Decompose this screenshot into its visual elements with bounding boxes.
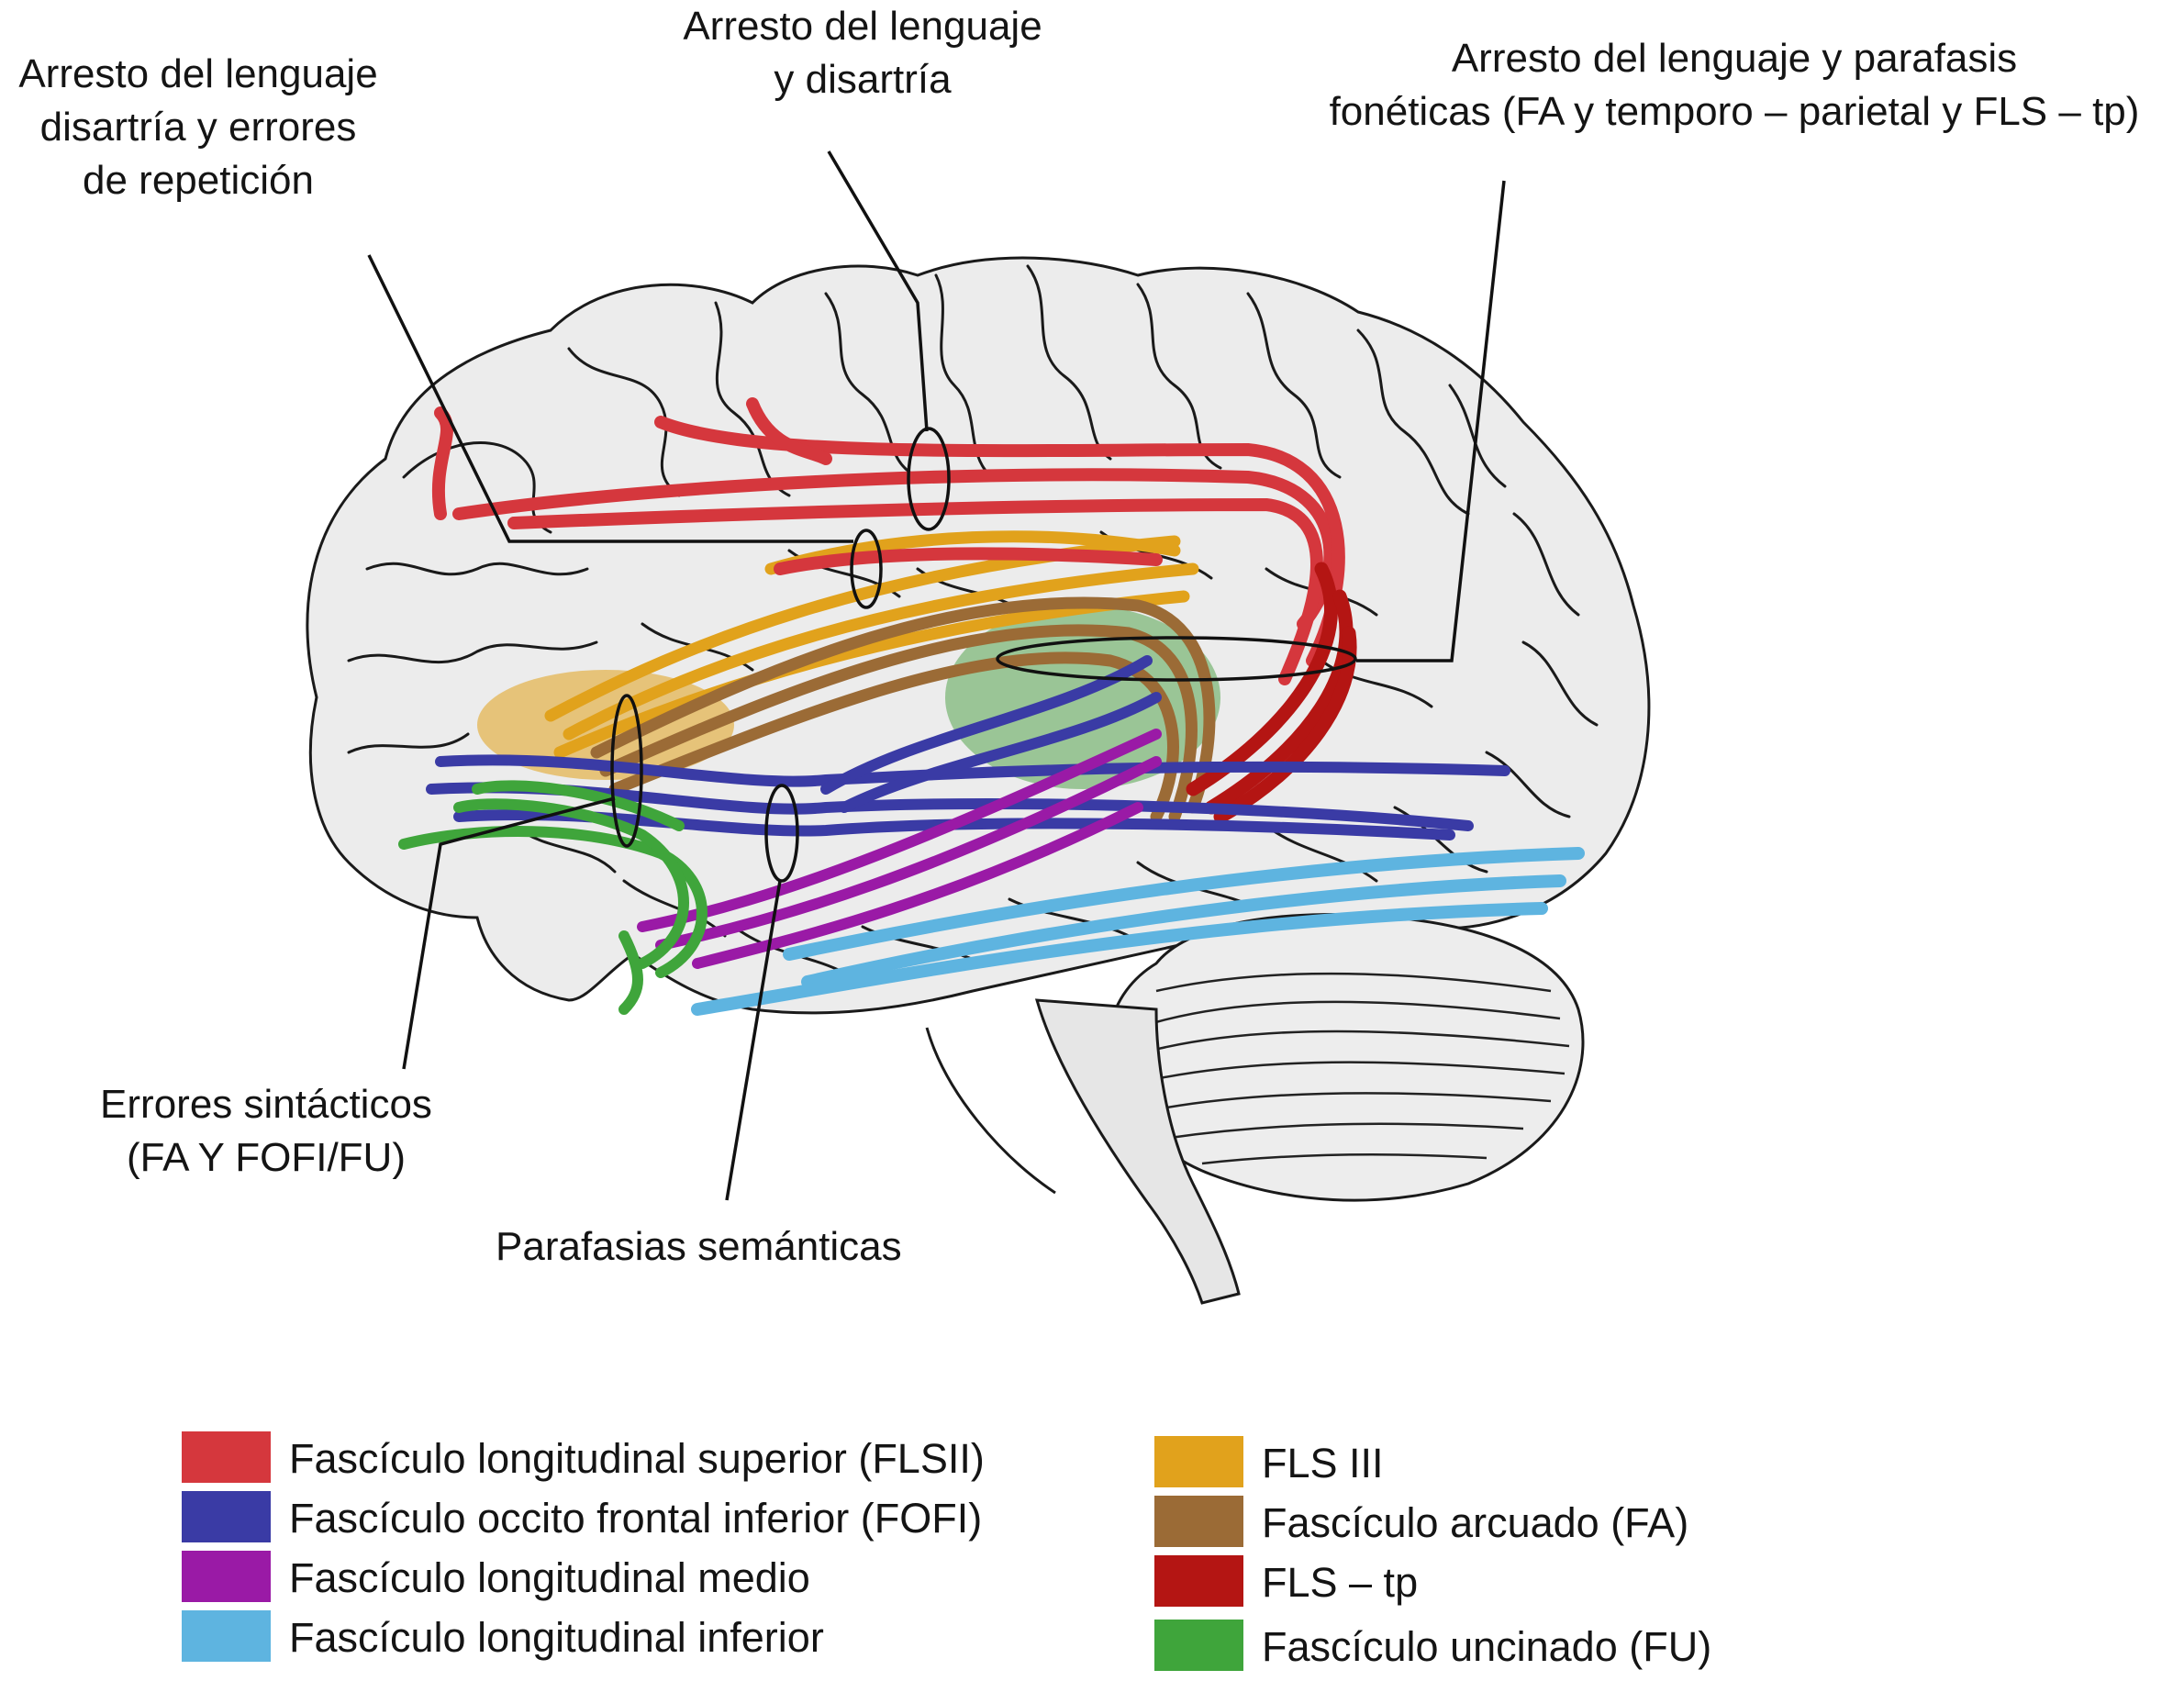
legend-swatch xyxy=(1154,1436,1243,1487)
annotation-markers xyxy=(367,150,1506,1201)
legend-label: Fascículo arcuado (FA) xyxy=(1262,1499,1689,1546)
legend-swatch xyxy=(182,1431,271,1483)
annotation-bottom-center: Parafasias semánticas xyxy=(496,1220,1009,1274)
legend-label: Fascículo uncinado (FU) xyxy=(1262,1623,1712,1670)
tract-arcuado xyxy=(590,596,1216,823)
annotation-line: fonéticas (FA y temporo – parietal y FLS… xyxy=(1329,89,2140,134)
annotation-bottom-left: Errores sintácticos (FA Y FOFI/FU) xyxy=(64,1078,468,1185)
annotation-top-right: Arresto del lenguaje y parafasis fonétic… xyxy=(1285,32,2184,139)
annotation-line: Parafasias semánticas xyxy=(496,1224,902,1269)
tract-uncinado xyxy=(398,780,708,1015)
fiber-tracts xyxy=(398,397,1585,1016)
marker-ellipse-right xyxy=(996,636,1357,682)
leader-top-left xyxy=(367,254,853,543)
leader-bottom-left xyxy=(402,796,616,1070)
annotation-line: Arresto del lenguaje y parafasis xyxy=(1451,36,2018,81)
legend-swatch xyxy=(1154,1496,1243,1547)
cerebellum-folia xyxy=(1132,972,1570,1165)
leader-top-right xyxy=(1356,180,1506,662)
marker-ellipse-center-top xyxy=(907,427,951,531)
annotation-line: y disartría xyxy=(774,57,952,102)
annotation-line: de repetición xyxy=(83,158,314,203)
annotation-line: disartría y errores xyxy=(39,105,357,150)
annotation-top-left: Arresto del lenguaje disartría y errores… xyxy=(0,48,396,207)
annotation-line: Errores sintácticos xyxy=(100,1082,432,1127)
legend-swatch xyxy=(182,1610,271,1662)
legend-label: FLS III xyxy=(1262,1440,1384,1486)
marker-ellipse-semantic xyxy=(764,784,799,883)
frontal-glow xyxy=(477,670,734,780)
marker-ellipse-frontal xyxy=(610,694,643,848)
tract-flsii xyxy=(431,397,1345,685)
marker-ellipse-left-top xyxy=(850,529,883,609)
legend-swatch xyxy=(182,1491,271,1542)
annotation-top-center: Arresto del lenguaje y disartría xyxy=(661,0,1064,106)
leader-top-center xyxy=(827,150,929,432)
legend-label: Fascículo longitudinal inferior xyxy=(289,1614,824,1661)
legend-label: Fascículo occito frontal inferior (FOFI) xyxy=(289,1495,983,1542)
tract-inferior xyxy=(691,847,1585,1016)
brainstem xyxy=(1034,998,1241,1305)
annotation-line: Arresto del lenguaje xyxy=(683,4,1042,49)
legend-swatch xyxy=(182,1551,271,1602)
legend-swatch xyxy=(1154,1620,1243,1671)
legend-label: Fascículo longitudinal medio xyxy=(289,1554,810,1601)
leader-bottom-center xyxy=(725,880,782,1201)
legend-swatch xyxy=(1154,1555,1243,1607)
legend-label: Fascículo longitudinal superior (FLSII) xyxy=(289,1435,985,1482)
legend-label: FLS – tp xyxy=(1262,1559,1419,1606)
annotation-line: Arresto del lenguaje xyxy=(18,51,378,96)
annotation-line: (FA Y FOFI/FU) xyxy=(127,1135,406,1180)
